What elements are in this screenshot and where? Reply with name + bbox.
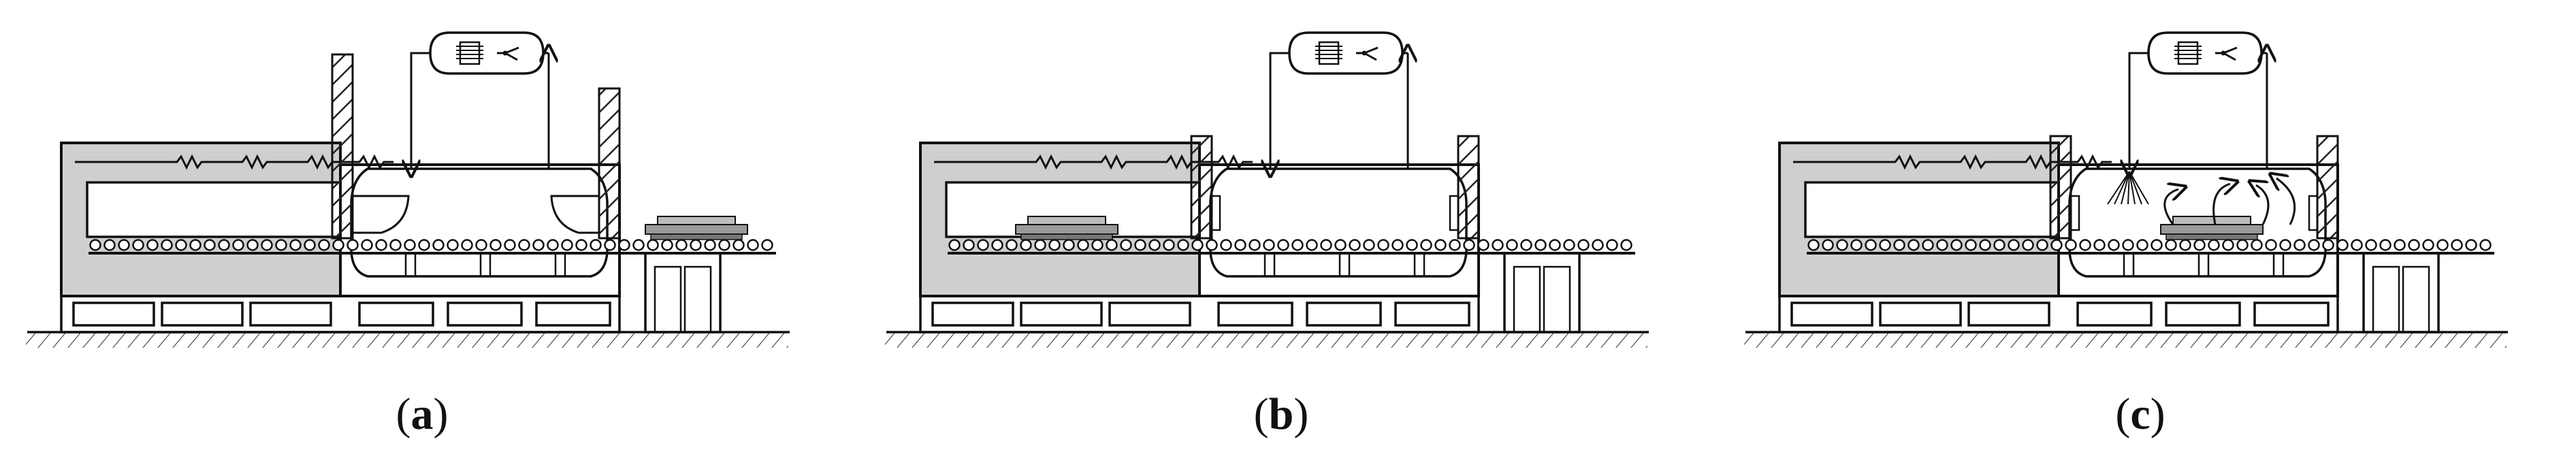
chamber-support xyxy=(2123,252,2135,278)
base-block xyxy=(161,301,244,327)
entry-door xyxy=(2049,135,2072,240)
door-seal-left xyxy=(2070,195,2080,231)
base-block xyxy=(535,301,611,327)
cooling-gas-unit xyxy=(429,31,545,75)
caption-a: (a) xyxy=(396,389,449,439)
load-workpiece xyxy=(1015,216,1118,240)
roller-conveyor xyxy=(89,239,773,251)
exit-door xyxy=(2316,135,2339,240)
cooling-gas-unit xyxy=(1288,31,1404,75)
roller-conveyor xyxy=(1807,239,2492,251)
ground-hatch xyxy=(1744,333,2507,348)
cooling-chamber xyxy=(1198,163,1480,297)
base-block xyxy=(931,301,1014,327)
exit-table xyxy=(1503,252,1581,333)
chamber-support xyxy=(1413,252,1426,278)
base-block xyxy=(1108,301,1191,327)
base-block xyxy=(1790,301,1873,327)
base-block xyxy=(1217,301,1293,327)
load-workpiece xyxy=(645,216,748,240)
base-block xyxy=(1394,301,1470,327)
chamber-support xyxy=(404,252,417,278)
airflow-arrow xyxy=(2212,184,2230,225)
base-block xyxy=(358,301,434,327)
ground-hatch xyxy=(26,333,788,348)
heating-furnace xyxy=(1778,142,2112,297)
roller-conveyor xyxy=(948,239,1632,251)
door-seal-left xyxy=(1210,195,1221,231)
caption-b: (b) xyxy=(1254,389,1309,439)
gas-unit-tank xyxy=(1288,31,1404,75)
gas-inlet-duct xyxy=(1270,52,1289,169)
airflow-arrow xyxy=(2163,189,2178,225)
ground-hatch xyxy=(885,333,1647,348)
exit-door xyxy=(598,87,621,240)
exit-table-leg xyxy=(683,265,712,333)
exit-door xyxy=(1457,135,1480,240)
base-block xyxy=(2076,301,2153,327)
chamber-support xyxy=(479,252,492,278)
door-swing-left xyxy=(353,195,410,234)
chamber-support xyxy=(2197,252,2210,278)
gas-inlet-duct xyxy=(2129,52,2148,169)
chamber-support xyxy=(1263,252,1276,278)
base-block xyxy=(249,301,332,327)
cooling-chamber xyxy=(339,163,621,297)
load-workpiece xyxy=(2160,216,2264,240)
base-block xyxy=(1020,301,1103,327)
panel-c xyxy=(1744,31,2508,348)
base-block xyxy=(447,301,523,327)
door-seal-right xyxy=(2308,195,2319,231)
base-block xyxy=(2253,301,2330,327)
fan-icon xyxy=(1356,46,1379,61)
caption-c: (c) xyxy=(2115,389,2165,439)
entry-door xyxy=(331,53,354,240)
gas-inlet-duct xyxy=(411,52,430,169)
base-block xyxy=(1967,301,2050,327)
exit-table-leg xyxy=(654,265,682,333)
fan-icon xyxy=(2215,46,2238,61)
heat-exchanger-icon xyxy=(1318,41,1340,65)
exit-table xyxy=(2362,252,2440,333)
base-block xyxy=(72,301,155,327)
airflow-arrow xyxy=(2256,185,2270,225)
panel-a xyxy=(26,31,790,348)
gas-jet-flow xyxy=(2107,171,2296,225)
door-swing-right xyxy=(550,195,599,234)
gas-unit-tank xyxy=(429,31,545,75)
exit-table-leg xyxy=(1543,265,1571,333)
fan-icon xyxy=(497,46,519,61)
base-block xyxy=(1306,301,1382,327)
exit-table-leg xyxy=(2372,265,2400,333)
exit-table-leg xyxy=(1513,265,1541,333)
door-seal-right xyxy=(1449,195,1460,231)
exit-table-leg xyxy=(2402,265,2430,333)
gas-unit-tank xyxy=(2147,31,2263,75)
heating-furnace xyxy=(60,142,393,297)
base-block xyxy=(1879,301,1962,327)
cooling-gas-unit xyxy=(2147,31,2263,75)
heat-exchanger-icon xyxy=(459,41,481,65)
chamber-support xyxy=(1338,252,1351,278)
exit-table xyxy=(644,252,722,333)
chamber-support xyxy=(554,252,566,278)
base-block xyxy=(2165,301,2241,327)
chamber-support xyxy=(2272,252,2285,278)
airflow-arrow xyxy=(2276,178,2296,225)
heat-exchanger-icon xyxy=(2177,41,2199,65)
panel-b xyxy=(885,31,1649,348)
entry-door xyxy=(1190,135,1213,240)
